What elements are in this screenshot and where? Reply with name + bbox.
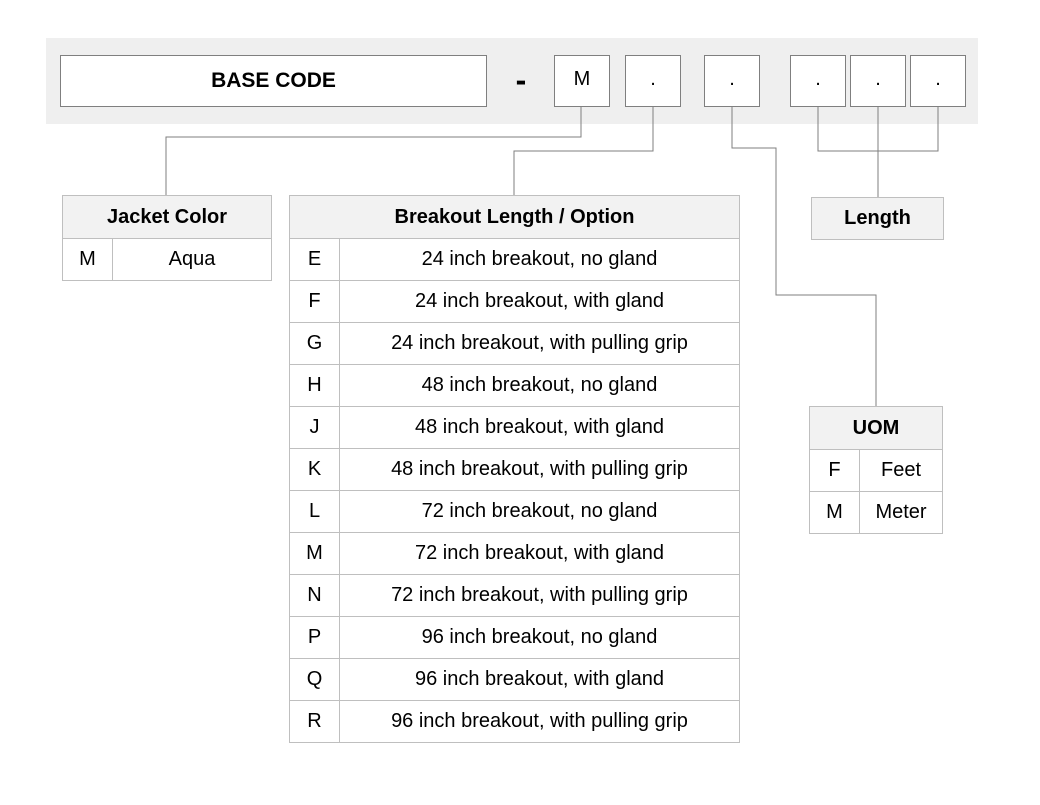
breakout-header: Breakout Length / Option <box>289 195 740 239</box>
uom-code: M <box>809 491 860 534</box>
breakout-code: K <box>289 448 340 491</box>
breakout-desc: 48 inch breakout, no gland <box>339 364 740 407</box>
breakout-code: H <box>289 364 340 407</box>
slot-jacket-color: M <box>554 55 610 107</box>
breakout-desc: 96 inch breakout, no gland <box>339 616 740 659</box>
uom-desc: Feet <box>859 449 943 492</box>
jacket-color-table: Jacket Color M Aqua <box>62 195 272 281</box>
base-code-box: BASE CODE <box>60 55 487 107</box>
slot-length-3: . <box>910 55 966 107</box>
breakout-code: M <box>289 532 340 575</box>
breakout-code: J <box>289 406 340 449</box>
breakout-desc: 48 inch breakout, with gland <box>339 406 740 449</box>
slot-length-2: . <box>850 55 906 107</box>
jacket-desc: Aqua <box>112 238 272 281</box>
breakout-code: N <box>289 574 340 617</box>
breakout-desc: 96 inch breakout, with gland <box>339 658 740 701</box>
breakout-desc: 48 inch breakout, with pulling grip <box>339 448 740 491</box>
table-row: M Aqua <box>62 238 272 281</box>
connector-uom <box>731 107 877 406</box>
breakout-desc: 72 inch breakout, with pulling grip <box>339 574 740 617</box>
breakout-desc: 24 inch breakout, no gland <box>339 238 740 281</box>
breakout-code: R <box>289 700 340 743</box>
slot-uom: . <box>704 55 760 107</box>
breakout-code: Q <box>289 658 340 701</box>
code-dash: - <box>515 62 527 98</box>
uom-desc: Meter <box>859 491 943 534</box>
connector-jacket <box>165 107 582 195</box>
jacket-color-header: Jacket Color <box>62 195 272 239</box>
breakout-desc: 72 inch breakout, no gland <box>339 490 740 533</box>
uom-header: UOM <box>809 406 943 450</box>
breakout-code: P <box>289 616 340 659</box>
breakout-desc: 24 inch breakout, with pulling grip <box>339 322 740 365</box>
uom-code: F <box>809 449 860 492</box>
breakout-code: F <box>289 280 340 323</box>
breakout-code: G <box>289 322 340 365</box>
breakout-desc: 96 inch breakout, with pulling grip <box>339 700 740 743</box>
connector-breakout <box>513 107 654 195</box>
slot-breakout: . <box>625 55 681 107</box>
breakout-code: L <box>289 490 340 533</box>
breakout-code: E <box>289 238 340 281</box>
slot-length-1: . <box>790 55 846 107</box>
breakout-desc: 24 inch breakout, with gland <box>339 280 740 323</box>
length-header: Length <box>811 197 944 240</box>
jacket-code: M <box>62 238 113 281</box>
breakout-desc: 72 inch breakout, with gland <box>339 532 740 575</box>
